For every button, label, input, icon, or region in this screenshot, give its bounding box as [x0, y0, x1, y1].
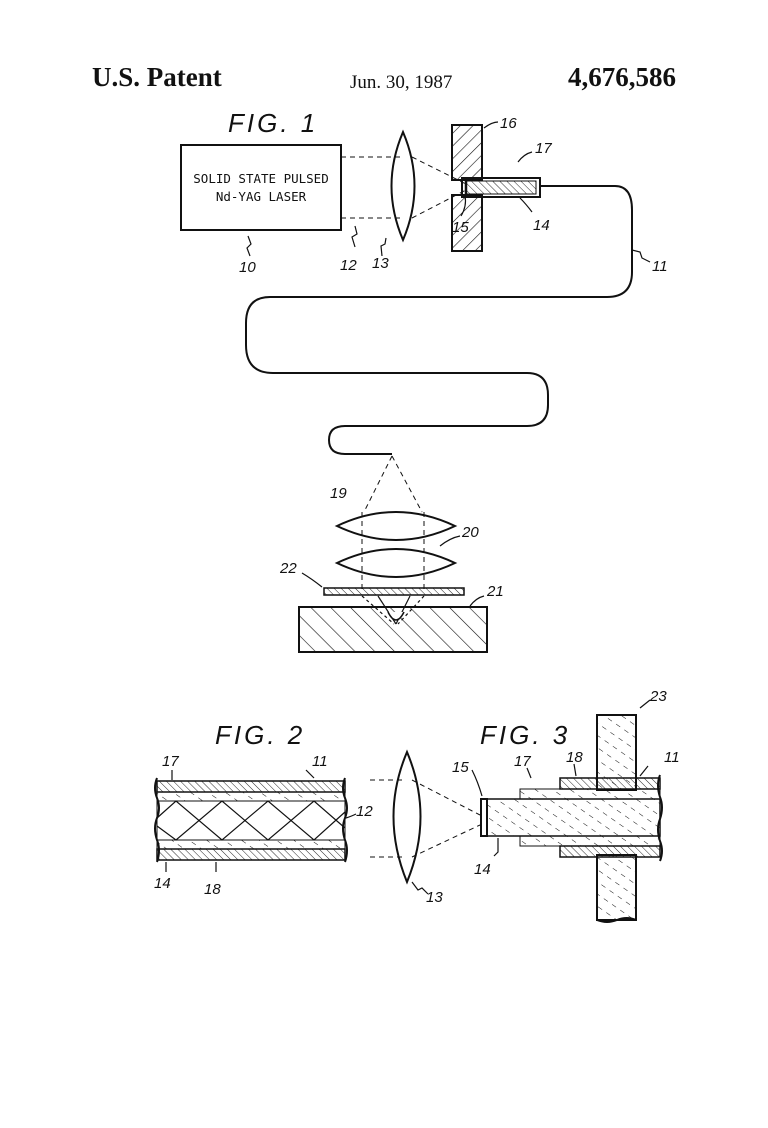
fig3-leader-15 — [472, 770, 482, 796]
fig2-ref-17: 17 — [162, 753, 179, 770]
leader-22 — [302, 573, 322, 587]
fig2-jacket-top — [157, 781, 345, 792]
figure-2: FIG. 2 17 11 12 14 18 — [154, 720, 480, 906]
laser-box — [181, 145, 341, 230]
fig2-ref-14: 14 — [154, 875, 171, 892]
fig2-leader-11 — [306, 770, 314, 778]
fig3-ref-23: 23 — [649, 688, 667, 705]
laser-box-line1: SOLID STATE PULSED — [193, 171, 328, 186]
ref-13: 13 — [372, 255, 389, 272]
leader-17 — [518, 152, 532, 162]
leader-20 — [440, 536, 460, 546]
fig2-lens-13 — [394, 752, 421, 882]
leader-14 — [520, 198, 532, 212]
ref-19: 19 — [330, 485, 347, 502]
fig2-ref-18: 18 — [204, 881, 221, 898]
fig3-cladding-top — [520, 789, 660, 799]
fig3-ref-17: 17 — [514, 753, 531, 770]
ref-21: 21 — [486, 583, 504, 600]
ref-16: 16 — [500, 115, 517, 132]
leader-21 — [470, 596, 484, 606]
ref-14: 14 — [533, 217, 550, 234]
fig23-focus-lower — [412, 825, 480, 857]
ref-22: 22 — [279, 560, 297, 577]
fig2-cladding-top — [157, 792, 345, 801]
figure-1: FIG. 1 SOLID STATE PULSED Nd-YAG LASER — [181, 108, 668, 652]
fig3-leader-23 — [640, 700, 650, 708]
fig2-leader-12 — [346, 814, 356, 818]
ref-10: 10 — [239, 259, 256, 276]
fig2-core — [157, 801, 345, 840]
leader-11 — [632, 250, 650, 262]
fig3-jacket-bottom — [560, 846, 660, 857]
fig2-cladding-bottom — [157, 840, 345, 849]
laser-box-line2: Nd-YAG LASER — [216, 189, 307, 204]
fig1-title: FIG. 1 — [228, 108, 318, 138]
fig3-plate-23-lower — [597, 855, 636, 920]
optical-fiber-11 — [246, 186, 632, 454]
fig2-jacket-bottom — [157, 849, 345, 860]
lens-19 — [337, 512, 455, 540]
fig23-focus-upper — [412, 780, 480, 815]
fig3-leader-11 — [640, 766, 648, 776]
fig2-ref-13: 13 — [426, 889, 443, 906]
ref-17: 17 — [535, 140, 552, 157]
leader-10 — [247, 236, 251, 256]
lens-20 — [337, 549, 455, 577]
leader-16 — [484, 122, 498, 128]
ref-20: 20 — [461, 524, 479, 541]
fig2-ref-11: 11 — [312, 753, 328, 770]
fig3-ref-11: 11 — [664, 749, 680, 766]
fig3-cladding-bottom — [520, 836, 660, 846]
fig3-jacket-top — [560, 778, 660, 789]
cover-plate-22 — [324, 588, 464, 595]
ref-12: 12 — [340, 257, 357, 274]
output-beam-right — [392, 456, 422, 512]
figure-3: FIG. 3 15 17 18 11 — [452, 688, 680, 922]
ref-15: 15 — [452, 219, 469, 236]
fig2-title: FIG. 2 — [215, 720, 305, 750]
fig3-face-15 — [481, 799, 487, 836]
fig2-ref-12: 12 — [356, 803, 373, 820]
ref-11: 11 — [652, 258, 668, 275]
fig3-core-14 — [481, 799, 660, 836]
fig3-ref-18: 18 — [566, 749, 583, 766]
leader-12 — [352, 226, 357, 247]
fig3-ref-15: 15 — [452, 759, 469, 776]
output-beam-left — [364, 456, 392, 512]
leader-13 — [381, 238, 386, 256]
fig3-ref-14: 14 — [474, 861, 491, 878]
fig3-leader-14 — [494, 838, 498, 856]
mount-plate-upper — [452, 125, 482, 180]
fiber-core-14 — [466, 181, 536, 194]
fig3-title: FIG. 3 — [480, 720, 570, 750]
lens-13 — [392, 132, 415, 240]
